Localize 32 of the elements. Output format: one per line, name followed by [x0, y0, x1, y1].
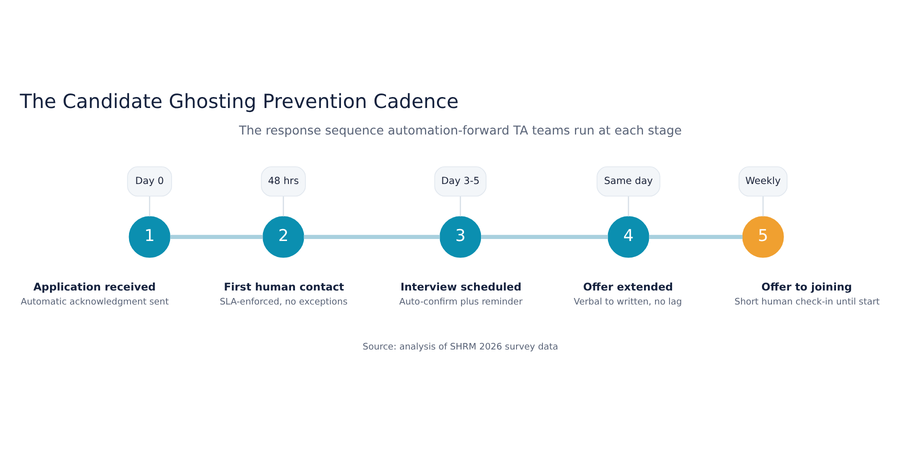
node-box: Day 3-5: [434, 166, 486, 196]
node-label: First human contact: [224, 280, 344, 293]
node-label: SLA-enforced, no exceptions: [220, 296, 348, 307]
connector: [762, 196, 764, 216]
connector: [170, 234, 263, 238]
node-label: Application received: [33, 280, 156, 293]
diagram-title: The Candidate Ghosting Prevention Cadence: [20, 90, 459, 113]
node-label: Auto-confirm plus reminder: [399, 296, 523, 307]
node-box: Day 0: [127, 166, 172, 196]
node-box: Same day: [596, 166, 660, 196]
node-label: Offer extended: [583, 280, 674, 293]
label: Source: analysis of SHRM 2026 survey data: [362, 342, 558, 352]
node-box: 48 hrs: [260, 166, 306, 196]
node-label: Verbal to written, no lag: [574, 296, 682, 307]
connector: [628, 196, 630, 216]
node-label: Automatic acknowledgment sent: [20, 296, 169, 307]
label: The response sequence automation-forward TA teams run at each stage: [239, 123, 682, 138]
node-circle: 2: [262, 216, 304, 258]
connector: [481, 234, 608, 238]
node-label: Offer to joining: [761, 280, 852, 293]
connector: [304, 234, 440, 238]
connector: [648, 234, 743, 238]
connector: [460, 196, 462, 216]
node-circle: 1: [128, 216, 170, 258]
node-circle: 3: [440, 216, 482, 258]
node-label: Short human check-in until start: [734, 296, 880, 307]
connector: [282, 196, 284, 216]
connector: [148, 196, 150, 216]
node-box: Weekly: [738, 166, 788, 196]
node-label: Interview scheduled: [400, 280, 522, 293]
node-circle: 4: [608, 216, 650, 258]
node-circle: 5: [742, 216, 784, 258]
